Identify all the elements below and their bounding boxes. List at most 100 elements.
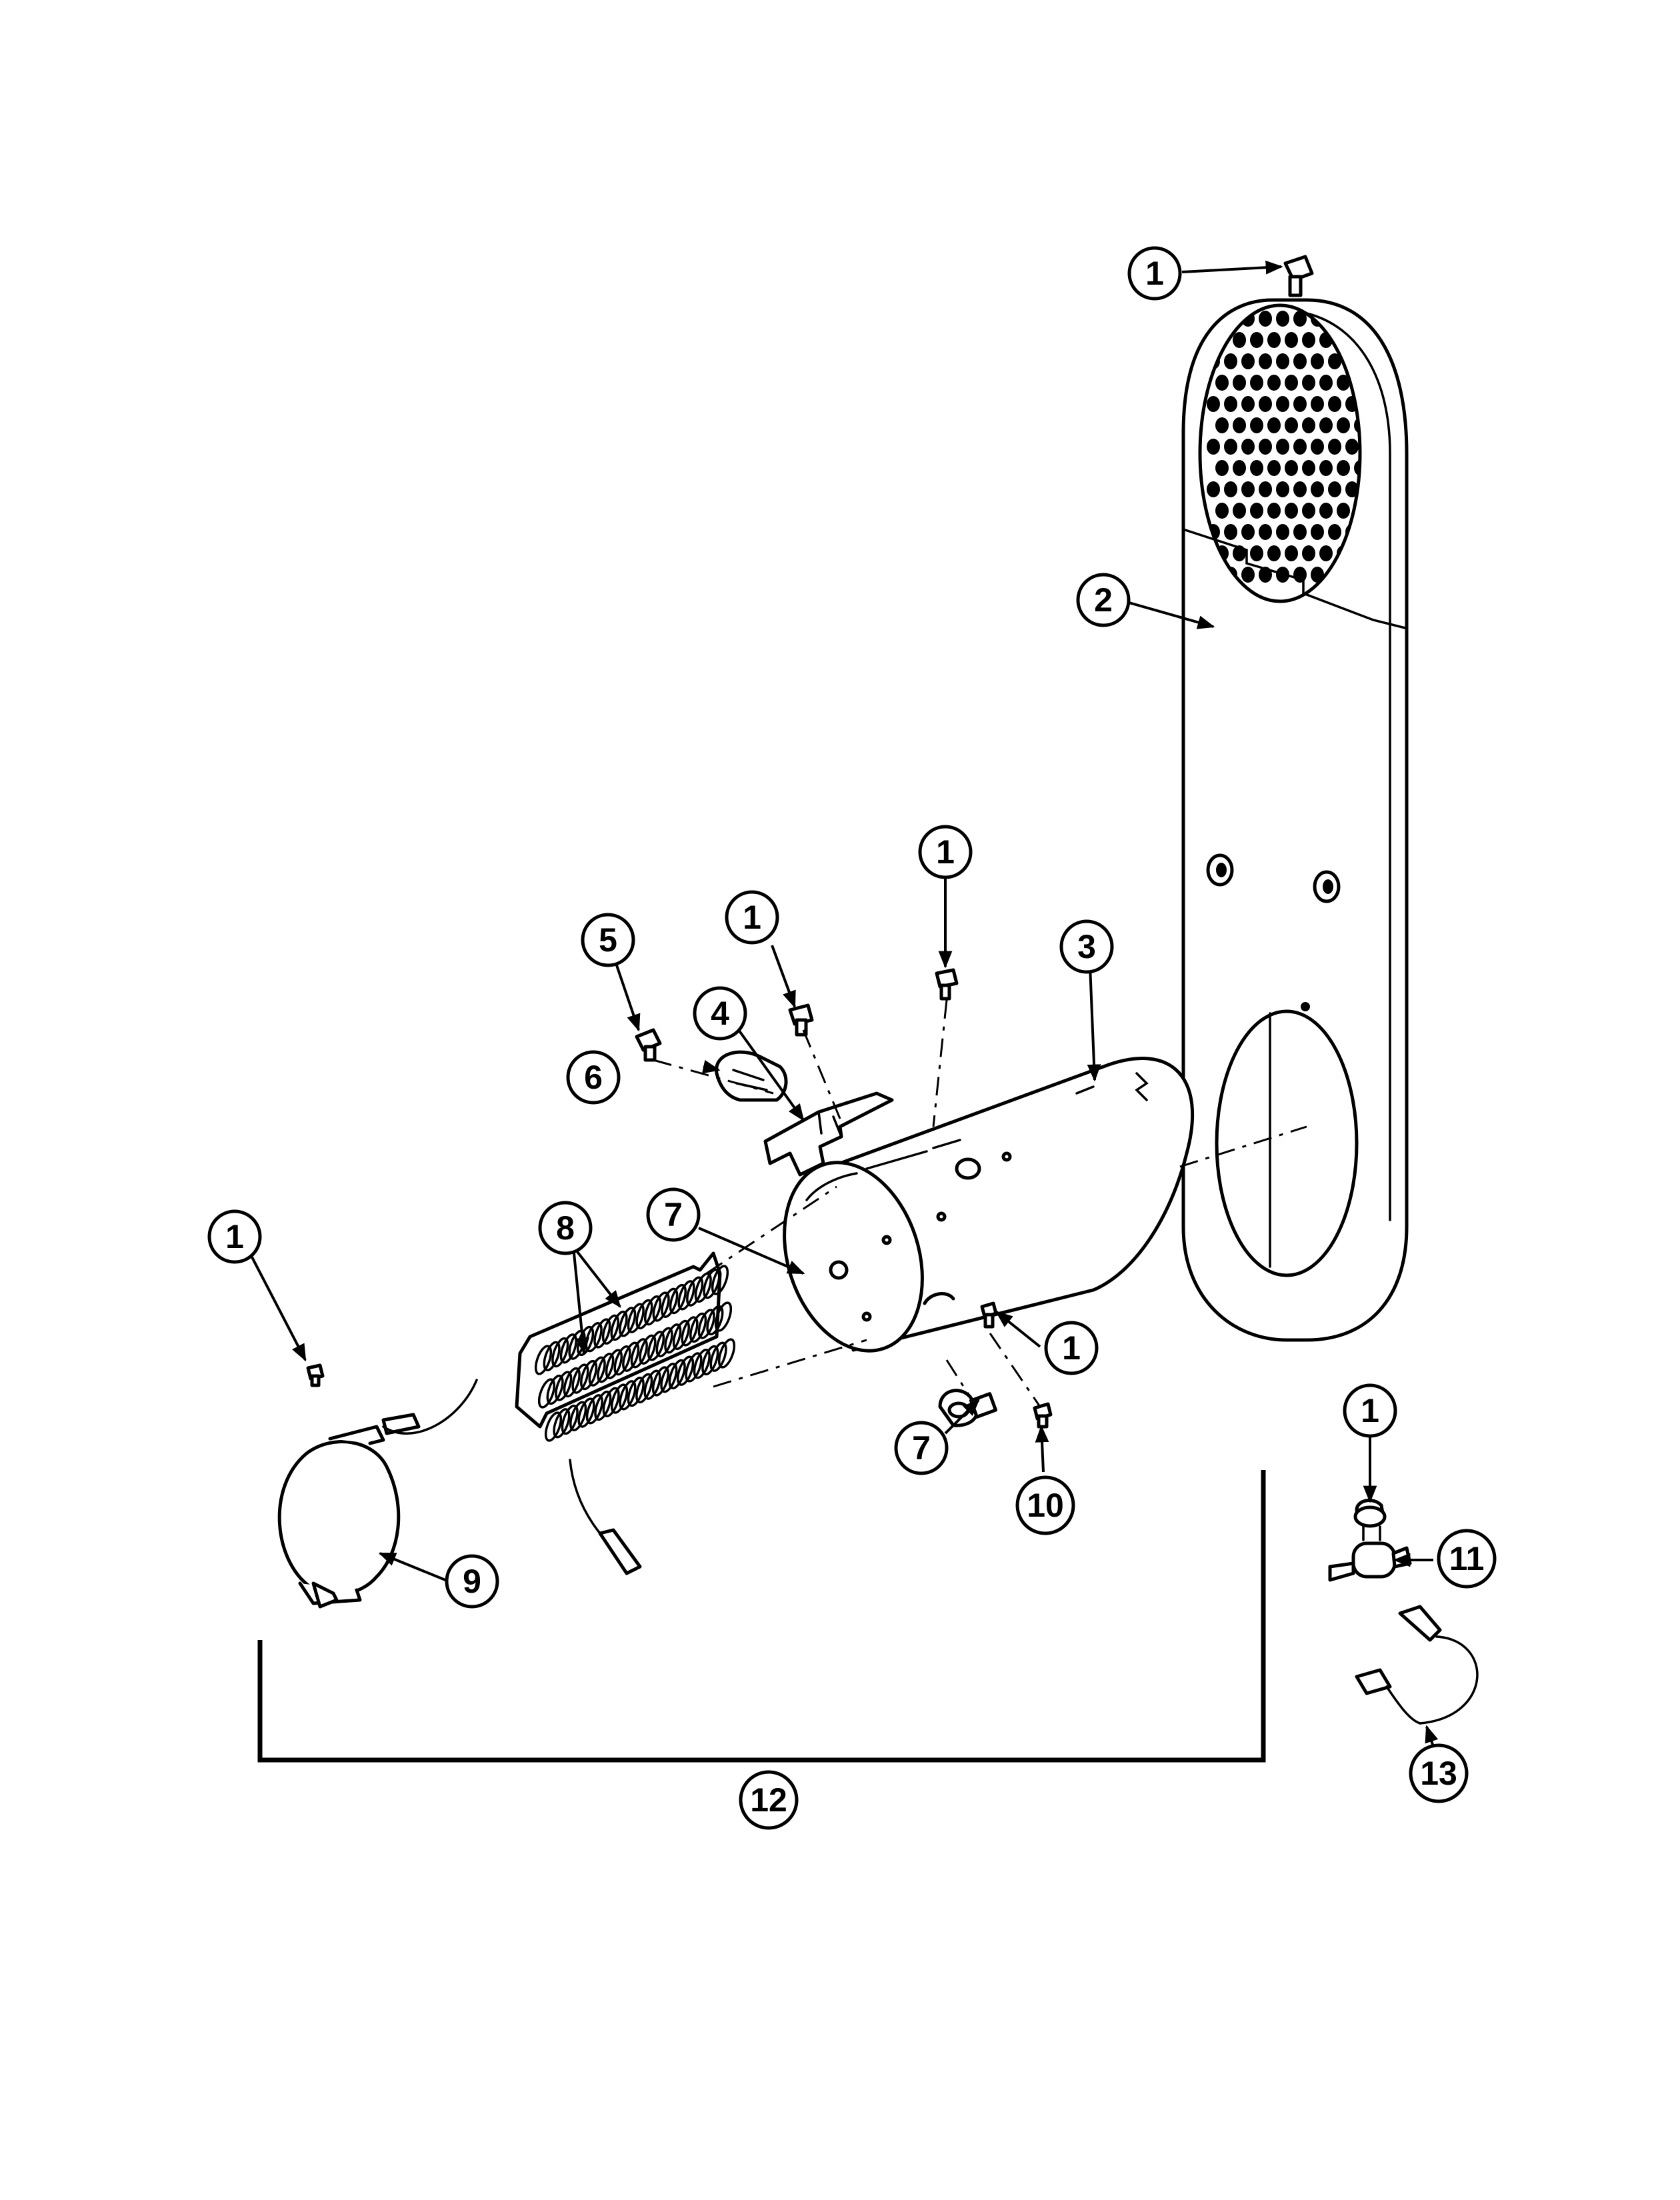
grille-hole (1328, 439, 1341, 455)
coil-winding (585, 1394, 603, 1425)
callout-8: 8 (538, 1201, 593, 1255)
grille-hole (1302, 460, 1315, 476)
coil-winding (681, 1316, 699, 1347)
coil-winding (630, 1338, 648, 1369)
coil-winding (577, 1397, 595, 1428)
coil-winding (694, 1272, 712, 1303)
callout-7-housing: 7 (646, 1187, 701, 1242)
coil-winding (602, 1387, 620, 1417)
grille-hole (1302, 417, 1315, 433)
callout-3: 3 (1059, 919, 1114, 974)
screw-bracket (788, 1003, 814, 1037)
grille-hole (1233, 503, 1246, 519)
hi-limit-thermostat (938, 1389, 998, 1427)
callout-1-left: 1 (207, 1209, 262, 1264)
grille-hole (1293, 567, 1307, 583)
coil-winding (601, 1314, 620, 1345)
coil-winding (534, 1345, 553, 1375)
terminal-cover (277, 1379, 478, 1609)
coil-winding (685, 1352, 703, 1383)
coil-winding (703, 1269, 721, 1299)
grille-hole (1311, 524, 1324, 540)
callout-1-housing-top: 1 (918, 825, 973, 879)
callout-6: 6 (566, 1050, 621, 1105)
grille-hole (1267, 375, 1281, 391)
coil-winding (643, 1295, 662, 1326)
grille-hole (1319, 460, 1333, 476)
grille-hole (1293, 311, 1307, 327)
jumper-wire (1355, 1605, 1479, 1725)
coil-winding (693, 1349, 711, 1379)
coil-winding (588, 1356, 606, 1387)
screw-housing-top (935, 968, 959, 1001)
grille-hole (1311, 567, 1324, 583)
coil-winding (594, 1390, 612, 1421)
grille-hole (1328, 524, 1341, 540)
grille-hole (1224, 396, 1237, 412)
coil-winding (706, 1305, 724, 1336)
grille-hole (1293, 439, 1307, 455)
coil-winding (711, 1265, 729, 1295)
grille-hole (1224, 524, 1237, 540)
grille-hole (1250, 332, 1263, 348)
grille-hole (1285, 332, 1298, 348)
grille-hole (1250, 460, 1263, 476)
grille-hole (1241, 353, 1255, 369)
grille-hole (1233, 417, 1246, 433)
coil-winding (619, 1307, 637, 1337)
coil-winding (697, 1309, 715, 1339)
coil-winding (561, 1404, 579, 1435)
grille-hole (1337, 375, 1350, 391)
coil-winding (543, 1341, 561, 1371)
grille-hole (1215, 503, 1229, 519)
screw-fuse (635, 1028, 662, 1062)
grille-hole (1267, 460, 1281, 476)
coil-winding (622, 1341, 640, 1372)
grille-hole (1354, 460, 1359, 476)
grille-hole (1267, 545, 1281, 561)
coil-winding (669, 1283, 687, 1315)
coil-winding (655, 1327, 673, 1357)
grille-hole (1285, 503, 1298, 519)
coil-winding (672, 1319, 690, 1351)
bracket-part (763, 1091, 894, 1177)
grille-hole (1328, 353, 1341, 369)
assembly-bracket (257, 1470, 1266, 1763)
grille-hole (1259, 396, 1272, 412)
svg-text:1: 1 (1145, 255, 1164, 292)
coil-winding (714, 1301, 733, 1332)
coil-winding (639, 1334, 657, 1365)
callout-7-thermostat: 7 (894, 1421, 949, 1475)
grille-hole (1311, 396, 1324, 412)
coil-winding (651, 1366, 670, 1397)
coil-winding (660, 1363, 678, 1393)
grille-hole (1241, 524, 1255, 540)
coil-winding (563, 1367, 581, 1398)
grille-hole (1276, 311, 1289, 327)
callout-2: 2 (1076, 573, 1131, 627)
coil-winding (701, 1345, 719, 1376)
grille-hole (1241, 567, 1255, 583)
svg-text:1: 1 (743, 899, 761, 936)
coil-winding (643, 1369, 661, 1400)
coil-winding (709, 1341, 727, 1372)
grille-hole (1250, 545, 1263, 561)
coil-winding (717, 1338, 736, 1369)
coil-winding (689, 1312, 707, 1343)
grille-hole (1285, 417, 1298, 433)
svg-text:6: 6 (584, 1059, 603, 1096)
coil-winding (652, 1291, 670, 1322)
grille-hole (1319, 375, 1333, 391)
grille-hole (1215, 375, 1229, 391)
svg-text:1: 1 (1361, 1392, 1379, 1429)
grille-hole (1259, 481, 1272, 497)
screw-thermostat (980, 1301, 998, 1329)
svg-text:13: 13 (1420, 1755, 1457, 1792)
coil-winding (613, 1345, 631, 1376)
grille-hole (1302, 375, 1315, 391)
grille-hole (1345, 481, 1359, 497)
coil-winding (635, 1373, 653, 1404)
grille-hole (1250, 375, 1263, 391)
grille-hole (1293, 353, 1307, 369)
svg-text:2: 2 (1094, 581, 1113, 619)
